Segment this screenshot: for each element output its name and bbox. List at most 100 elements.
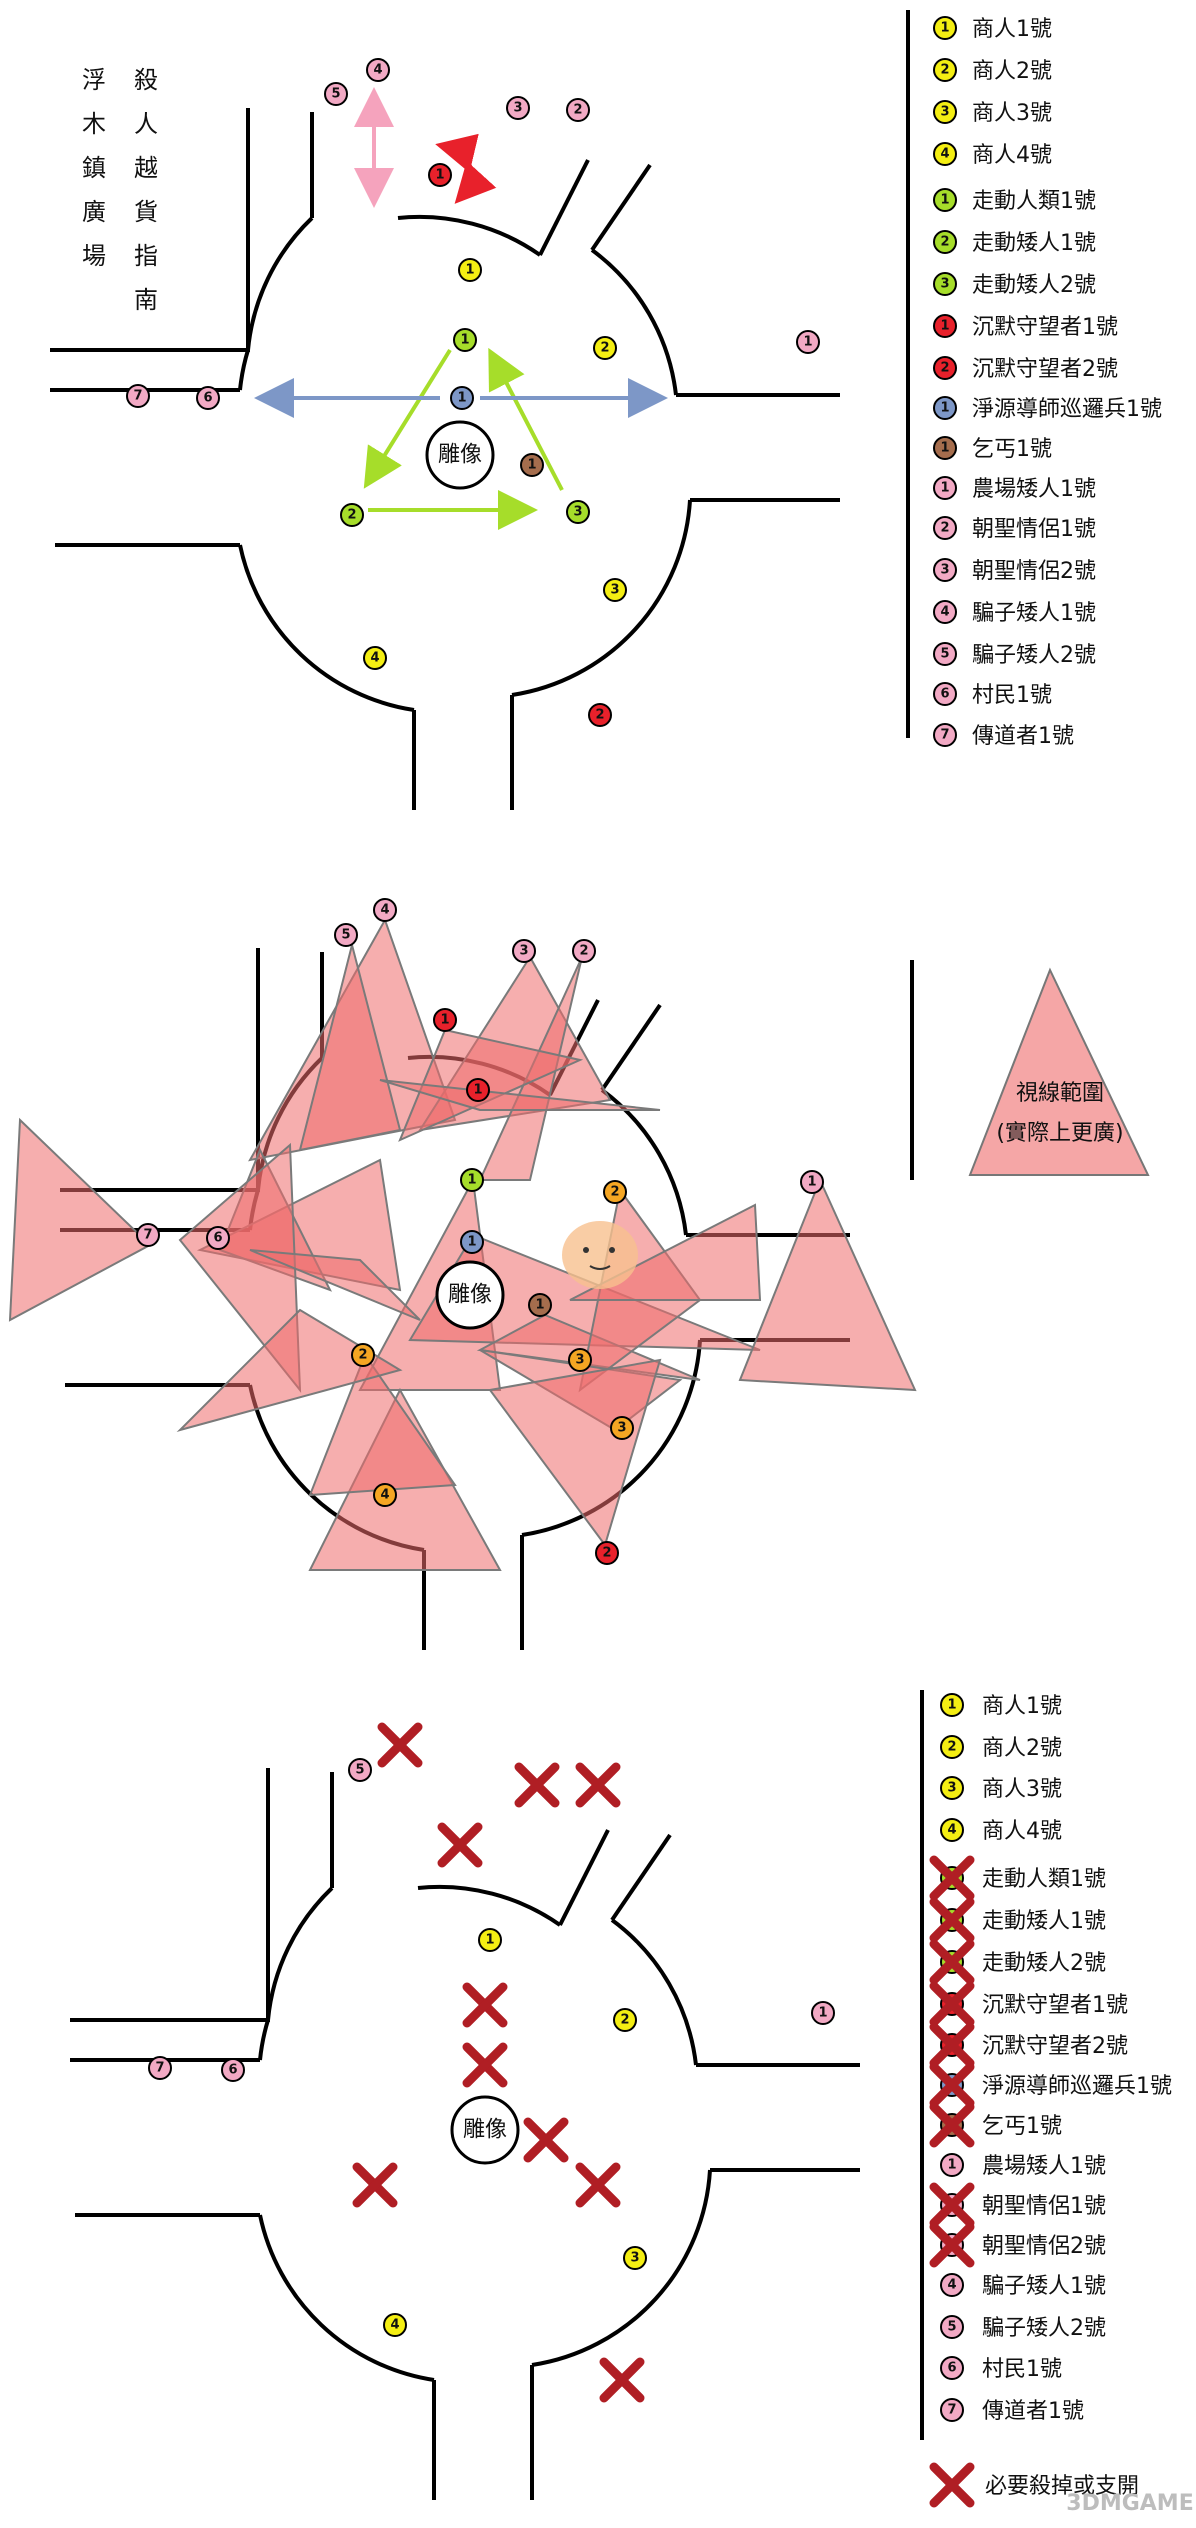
merchant_orange-marker: 3 [568,1348,592,1372]
map1-title: 殺 人 越 貨 指 南 浮 木 鎮 廣 場 [82,66,158,314]
npc_pink-marker: 6 [206,1226,230,1250]
svg-text:5: 5 [341,928,350,943]
vision-cone [738,1177,917,1392]
svg-text:2: 2 [610,1185,619,1200]
svg-text:6: 6 [203,391,212,406]
svg-text:1: 1 [473,1083,482,1098]
legend-label: 騙子矮人1號 [972,601,1096,626]
svg-text:2: 2 [940,235,949,250]
merchant_orange-marker: 2 [603,1180,627,1204]
legend-label: 走動人類1號 [972,189,1096,214]
svg-text:1: 1 [947,1698,956,1713]
vision-legend-triangle [968,967,1150,1176]
svg-text:2: 2 [620,2013,629,2028]
vision-legend-note: (實際上更廣) [996,1121,1123,1146]
walker-path-arrow [488,347,564,491]
svg-text:2: 2 [347,508,356,523]
title-char: 越 [134,154,158,182]
svg-text:5: 5 [355,1763,364,1778]
road-line [397,214,542,257]
map3-roads [70,1768,860,2500]
legend-label: 騙子矮人2號 [982,2316,1106,2341]
cross-icon [462,1982,508,2028]
svg-text:5: 5 [331,87,340,102]
svg-text:3: 3 [513,101,522,116]
npc_pink-marker: 5 [334,923,358,947]
road-line [558,1829,610,1926]
cross-icon [514,1762,560,1808]
merchant-marker: 3 [623,2246,647,2270]
title-char: 人 [134,110,158,138]
legend-label: 騙子矮人1號 [982,2274,1106,2299]
merchant-marker: 4 [933,142,957,166]
npc_pink-marker: 6 [940,2356,964,2380]
svg-text:6: 6 [947,2361,956,2376]
statue-circle [425,420,495,490]
svg-text:2: 2 [940,521,949,536]
merchant_orange-marker: 4 [373,1483,397,1507]
legend-label: 朝聖情侶2號 [982,2234,1106,2259]
legend-item: 2 商人2號 [933,58,1052,84]
legend-label: 商人4號 [972,143,1052,168]
svg-text:4: 4 [370,651,379,666]
legend-label: 走動矮人2號 [972,273,1096,298]
title-char: 指 [134,242,158,270]
road-line [258,2019,270,2061]
svg-text:7: 7 [947,2403,956,2418]
road-line [590,163,652,252]
road-line [417,1884,562,1927]
watcher-turn-arrow [435,133,479,173]
title-char: 貨 [134,198,158,226]
merchant-marker: 2 [593,336,617,360]
cross-icon [377,1722,423,1768]
patrol-marker: 1 [450,386,474,410]
svg-text:1: 1 [435,168,444,183]
svg-text:3: 3 [940,277,949,292]
legend-label: 農場矮人1號 [972,477,1096,502]
merchant-marker: 1 [478,1928,502,1952]
cross-icon [929,2062,975,2108]
npc_pink-marker: 3 [512,939,536,963]
merchant-marker: 2 [940,1735,964,1759]
legend-label: 商人4號 [982,1819,1062,1844]
cross-icon [929,1939,975,1985]
statue-label: 雕像 [448,1283,492,1308]
legend-label: 朝聖情侶1號 [972,517,1096,542]
svg-text:5: 5 [947,2320,956,2335]
svg-text:1: 1 [535,1298,544,1313]
legend-label: 商人2號 [972,59,1052,84]
legend-label: 沉默守望者2號 [982,2034,1128,2059]
road-line [266,1886,334,2021]
merchant-marker: 4 [383,2313,407,2337]
map2-statue: 雕像 [435,1260,505,1330]
svg-text:1: 1 [940,481,949,496]
legend-item: 1 農場矮人1號 [933,476,1096,502]
road-line [600,1088,688,1236]
legend-label: 淨源導師巡邏兵1號 [982,2074,1172,2099]
legend-item: 2 朝聖情侶1號 [933,516,1096,542]
svg-text:1: 1 [485,1933,494,1948]
svg-text:7: 7 [155,2061,164,2076]
svg-text:2: 2 [947,1740,956,1755]
walker-marker: 1 [460,1168,484,1192]
merchant-marker: 1 [458,258,482,282]
npc_pink-marker: 5 [324,82,348,106]
cross-icon [437,1822,483,1868]
vision-cone [176,1308,403,1432]
svg-text:6: 6 [228,2063,237,2078]
merchant-marker: 2 [933,58,957,82]
